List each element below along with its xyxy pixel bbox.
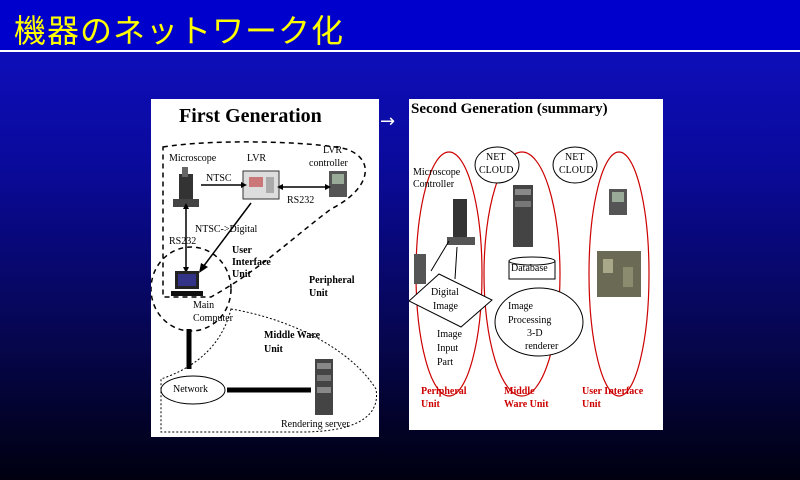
- label-image-input-2: Input: [437, 343, 459, 354]
- label-main-2: Computer: [193, 313, 233, 324]
- digital-image-diamond: [409, 273, 493, 328]
- label-microscope-1: Microscope: [413, 167, 461, 178]
- middleware-ellipse: [483, 151, 561, 397]
- label-middleware-2: Ware Unit: [504, 399, 549, 410]
- slide-title: 機器のネットワーク化: [14, 12, 345, 50]
- label-net-cloud-1a: NET: [486, 152, 506, 163]
- main-computer-icon: [171, 271, 203, 296]
- label-net-cloud-2a: NET: [565, 152, 585, 163]
- label-image-proc-2: Processing: [508, 315, 552, 326]
- label-digital-2: Image: [433, 301, 458, 312]
- label-network: Network: [173, 384, 208, 395]
- label-lvr-controller-2: controller: [309, 158, 348, 169]
- label-ui-2: Interface: [232, 257, 271, 268]
- label-rs232-right: RS232: [287, 195, 315, 206]
- user-interface-ellipse: [588, 151, 650, 397]
- lvr-icon: [242, 170, 280, 200]
- label-lvr-controller-1: LVR: [323, 145, 343, 156]
- title-bar: 機器のネットワーク化: [0, 0, 800, 52]
- net-cloud-2: [552, 146, 598, 184]
- first-generation-heading: First Generation: [179, 105, 322, 127]
- generation-arrow: →: [380, 111, 396, 132]
- label-user-interface-1: User Interface: [582, 386, 644, 397]
- device-icon: [414, 254, 426, 284]
- label-ui-1: User: [232, 245, 252, 256]
- label-image-input-3: Part: [437, 357, 454, 368]
- label-microscope: Microscope: [169, 153, 217, 164]
- peripheral-boundary: [162, 141, 366, 298]
- label-lvr: LVR: [247, 153, 267, 164]
- second-generation-heading: Second Generation (summary): [411, 101, 608, 117]
- net-cloud-1: [474, 146, 520, 184]
- first-generation-diagram: [151, 141, 378, 433]
- label-user-interface-2: Unit: [582, 399, 601, 410]
- network-cloud: [160, 375, 226, 405]
- label-peripheral-1: Peripheral: [309, 275, 355, 286]
- label-rs232-left: RS232: [169, 236, 197, 247]
- label-image-proc-3: 3-D: [527, 328, 543, 339]
- first-generation-panel: First Generation Microscope LVR LVR cont…: [151, 99, 379, 437]
- label-database: Database: [511, 263, 548, 274]
- photo-image: [597, 251, 641, 297]
- microscope-icon: [447, 199, 475, 245]
- label-rendering-server: Rendering server: [281, 419, 350, 430]
- label-peripheral-2: Unit: [421, 399, 440, 410]
- label-image-input-1: Image: [437, 329, 462, 340]
- image-processing-ellipse: [494, 287, 584, 357]
- label-microscope-2: Controller: [413, 179, 455, 190]
- label-peripheral-1: Peripheral: [421, 386, 467, 397]
- label-net-cloud-1b: CLOUD: [479, 165, 514, 176]
- label-image-proc-1: Image: [508, 301, 533, 312]
- label-net-cloud-2b: CLOUD: [559, 165, 594, 176]
- label-ntsc-digital: NTSC->Digital: [195, 224, 258, 235]
- lvr-controller-icon: [329, 171, 347, 197]
- second-generation-panel: Second Generation (summary) NET CLOUD NE…: [409, 99, 663, 430]
- label-ntsc: NTSC: [206, 173, 232, 184]
- label-middleware-1: Middle: [504, 386, 535, 397]
- label-peripheral-2: Unit: [309, 288, 328, 299]
- server-icon: [513, 185, 533, 247]
- label-middleware-1: Middle Ware: [264, 330, 321, 341]
- microscope-icon: [173, 167, 199, 207]
- second-generation-diagram: [409, 146, 650, 397]
- label-middleware-2: Unit: [264, 344, 283, 355]
- rendering-server-icon: [315, 359, 333, 415]
- workstation-icon: [609, 189, 627, 215]
- label-image-proc-4: renderer: [525, 341, 559, 352]
- label-digital-1: Digital: [431, 287, 459, 298]
- database-icon: [508, 256, 556, 280]
- label-main-1: Main: [193, 300, 215, 311]
- label-ui-3: Unit: [232, 269, 251, 280]
- middleware-boundary: [160, 308, 378, 433]
